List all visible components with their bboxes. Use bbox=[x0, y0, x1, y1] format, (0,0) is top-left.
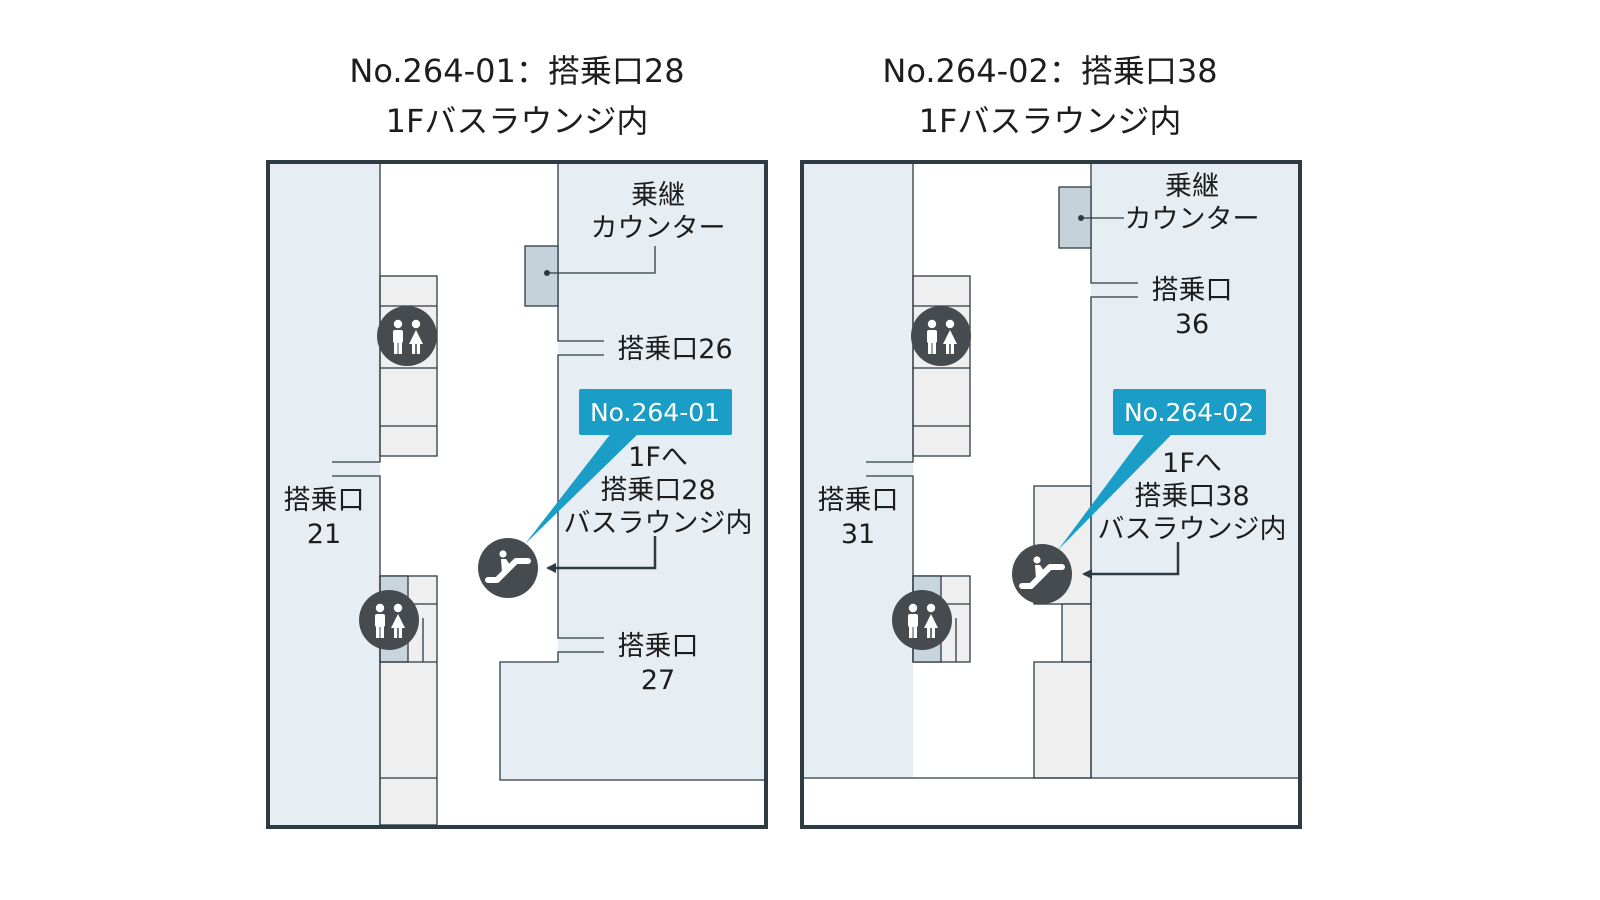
counter-label-line2: カウンター bbox=[1125, 204, 1260, 235]
map-title-line2: 1Fバスラウンジ内 bbox=[918, 102, 1182, 140]
gate-21-label-line1: 搭乗口 bbox=[284, 485, 365, 516]
callout-badge bbox=[1113, 389, 1266, 435]
gate-31-label-line2: 31 bbox=[841, 519, 875, 550]
restroom-block bbox=[379, 275, 438, 457]
map-title-line2: 1Fバスラウンジ内 bbox=[385, 102, 649, 140]
direction-line2: 搭乗口38 bbox=[1134, 481, 1249, 512]
restroom-block bbox=[912, 275, 971, 457]
direction-line1: 1Fへ bbox=[1162, 448, 1222, 479]
direction-arrow bbox=[1082, 542, 1180, 579]
callout-pointer bbox=[525, 432, 640, 544]
restroom-icon bbox=[377, 306, 437, 366]
direction-line2: 搭乗口28 bbox=[600, 475, 715, 506]
map-title-line1: No.264-02：搭乗口38 bbox=[882, 52, 1218, 90]
counter-label-line1: 乗継 bbox=[631, 180, 685, 211]
lounge-block bbox=[1033, 661, 1092, 779]
escalator-icon bbox=[1012, 544, 1072, 604]
restroom-icon bbox=[359, 590, 419, 650]
counter-label-line2: カウンター bbox=[591, 213, 726, 244]
counter-label-line1: 乗継 bbox=[1165, 171, 1219, 202]
gate-31-label-line1: 搭乗口 bbox=[818, 485, 899, 516]
map-title-264-01: No.264-01：搭乗口28 1Fバスラウンジ内 bbox=[257, 46, 777, 146]
gate-27-label-line1: 搭乗口 bbox=[618, 631, 699, 662]
map-title-line1: No.264-01：搭乗口28 bbox=[349, 52, 685, 90]
gate-36-label-line2: 36 bbox=[1175, 309, 1209, 340]
callout-pointer bbox=[1058, 432, 1174, 550]
restroom-icon bbox=[911, 306, 971, 366]
direction-line3: バスラウンジ内 bbox=[1098, 514, 1287, 545]
direction-line1: 1Fへ bbox=[628, 442, 688, 473]
left-gate-zone bbox=[270, 164, 380, 825]
gate-26-label: 搭乗口26 bbox=[617, 334, 732, 365]
map-frame bbox=[800, 160, 1302, 829]
callout-label: No.264-01 bbox=[590, 398, 720, 427]
counter-leader-line bbox=[547, 246, 656, 274]
callout-label: No.264-02 bbox=[1124, 398, 1254, 427]
left-gate-zone bbox=[804, 164, 913, 778]
right-gate-zone bbox=[500, 164, 764, 780]
map-frame bbox=[266, 160, 768, 829]
floor-map-264-02: No.264-02 乗継 カウンター 搭乗口 36 搭乗口 31 1Fへ 搭乗口… bbox=[800, 160, 1302, 829]
floor-map-264-01: No.264-01 乗継 カウンター 搭乗口26 搭乗口 21 搭乗口 27 1… bbox=[266, 160, 768, 829]
callout-badge bbox=[579, 389, 732, 435]
restroom-icon bbox=[892, 590, 952, 650]
escalator-icon bbox=[478, 538, 538, 598]
direction-arrow bbox=[546, 536, 657, 573]
transfer-counter bbox=[524, 245, 559, 307]
gate-36-label-line1: 搭乗口 bbox=[1152, 275, 1233, 306]
map-title-264-02: No.264-02：搭乗口38 1Fバスラウンジ内 bbox=[790, 46, 1310, 146]
direction-line3: バスラウンジ内 bbox=[564, 508, 753, 539]
gate-21-label-line2: 21 bbox=[307, 519, 341, 550]
gate-27-label-line2: 27 bbox=[641, 665, 675, 696]
lounge-block bbox=[1061, 603, 1092, 663]
